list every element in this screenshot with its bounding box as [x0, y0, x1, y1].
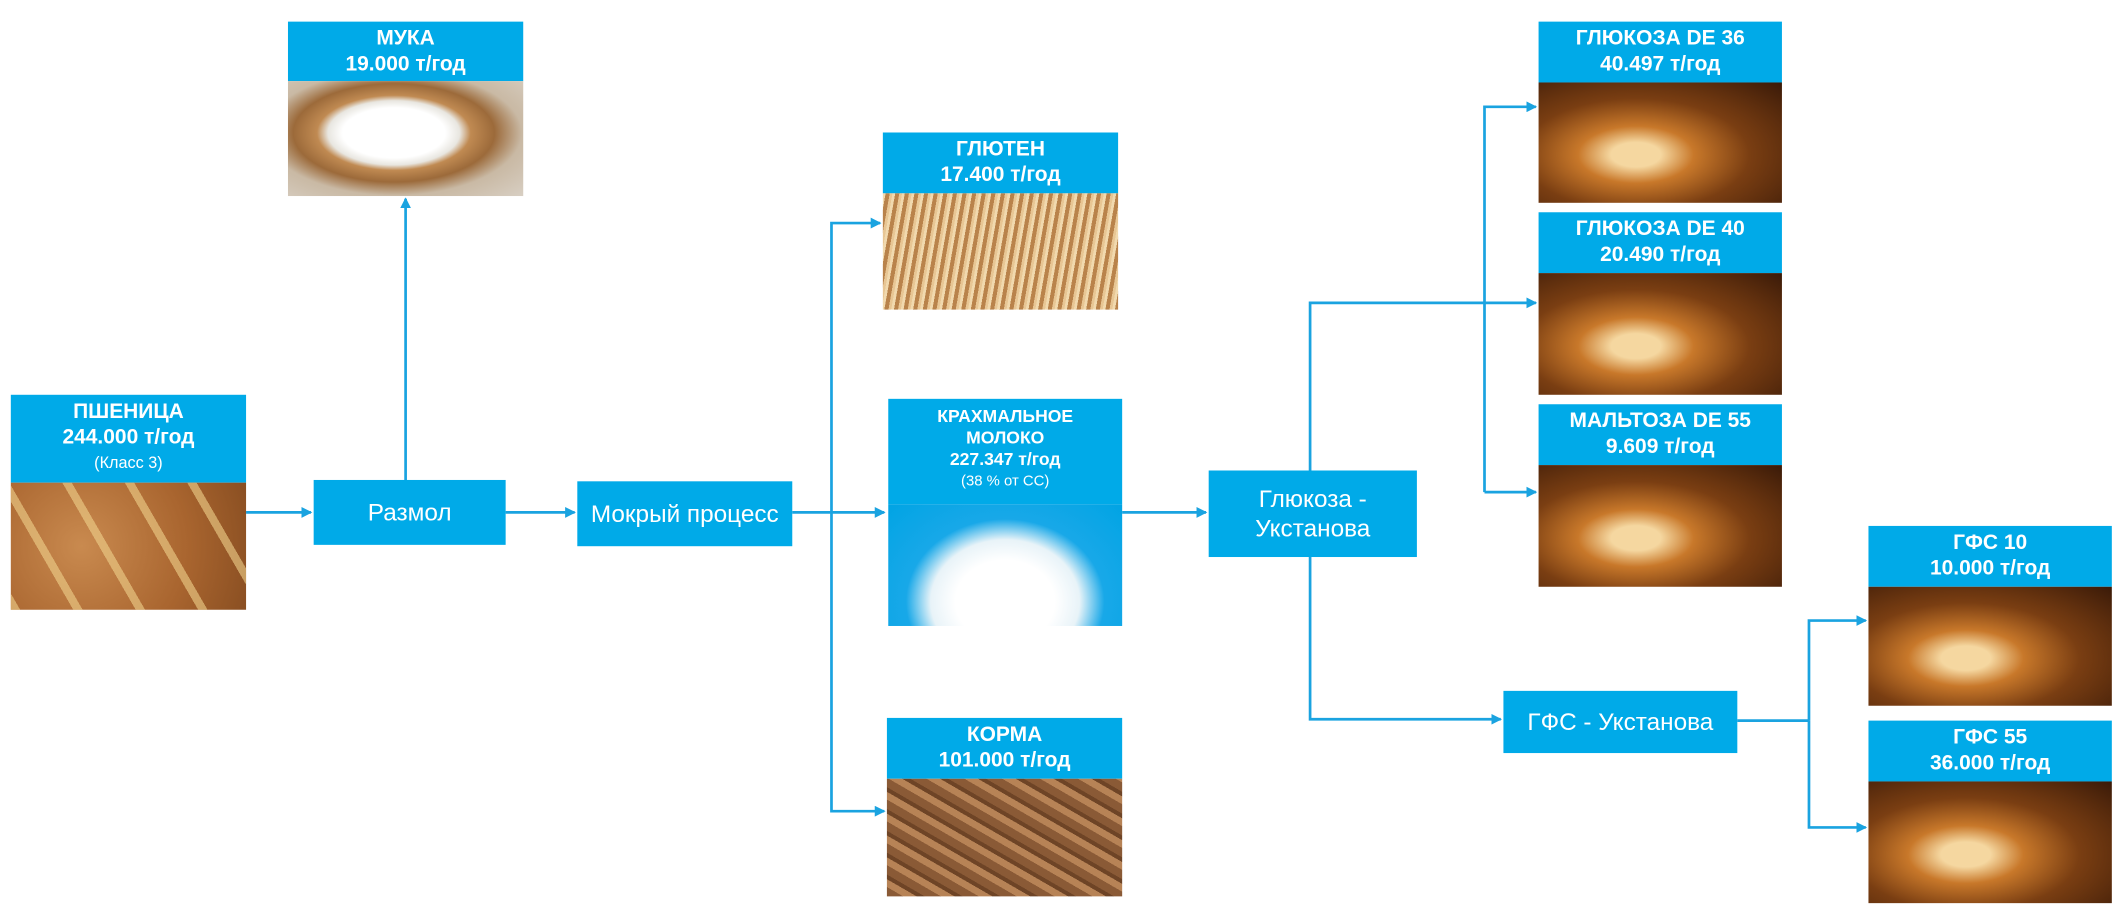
hfs10-title: ГФС 10: [1953, 531, 2028, 555]
wheat-amount: 244.000 т/год: [62, 425, 195, 449]
maltose55-image: [1538, 465, 1782, 587]
arrow-to-gluten: [830, 217, 882, 513]
gluten-amount: 17.400 т/год: [940, 163, 1061, 187]
hfs-unit: ГФС - Укстанова: [1503, 690, 1738, 754]
wet-process: Мокрый процесс: [577, 481, 793, 547]
arrow-to-glucose36: [1483, 101, 1538, 493]
hfs55-amount: 36.000 т/год: [1930, 751, 2051, 775]
milling-process: Размол: [313, 479, 506, 545]
arrow-to-hfs-unit: [1308, 557, 1503, 725]
hfs55-title: ГФС 55: [1953, 726, 2028, 750]
gluten-title: ГЛЮТЕН: [955, 137, 1046, 161]
glucose40-image: [1538, 273, 1782, 395]
glucose40-title: ГЛЮКОЗА DE 40: [1575, 217, 1745, 241]
arrow-to-hfs55: [1807, 720, 1868, 833]
arrow-to-feed: [830, 512, 886, 817]
glucose36-image: [1538, 82, 1782, 203]
flour-amount: 19.000 т/год: [345, 52, 466, 76]
starch-milk-amount: 227.347 т/год: [949, 448, 1061, 470]
starch-milk-image: [888, 504, 1123, 626]
hfs10-amount: 10.000 т/год: [1930, 557, 2051, 581]
line-glucose-branch: [1308, 301, 1485, 471]
glucose36-amount: 40.497 т/год: [1600, 52, 1721, 76]
wheat-image: [10, 482, 247, 610]
starch-milk-title: КРАХМАЛЬНОЕ МОЛОКО: [937, 405, 1074, 448]
feed-image: [886, 778, 1123, 897]
hfs55-image: [1868, 781, 2112, 904]
feed-amount: 101.000 т/год: [938, 749, 1071, 772]
arrow-to-hfs10: [1807, 615, 1868, 721]
feed-title: КОРМА: [966, 723, 1043, 747]
flour-title: МУКА: [376, 27, 435, 51]
wheat-title: ПШЕНИЦА: [73, 400, 184, 424]
maltose55-amount: 9.609 т/год: [1605, 435, 1715, 459]
glucose36-title: ГЛЮКОЗА DE 36: [1575, 27, 1745, 51]
hfs10-image: [1868, 586, 2112, 706]
wheat-note: (Класс 3): [94, 452, 163, 472]
flour-image: [287, 81, 524, 197]
glucose-unit: Глюкоза - Укстанова: [1208, 470, 1417, 558]
gluten-image: [882, 193, 1119, 310]
maltose55-title: МАЛЬТОЗА DE 55: [1569, 409, 1751, 433]
glucose40-amount: 20.490 т/год: [1600, 243, 1721, 267]
starch-milk-note: (38 % от СС): [961, 473, 1050, 490]
